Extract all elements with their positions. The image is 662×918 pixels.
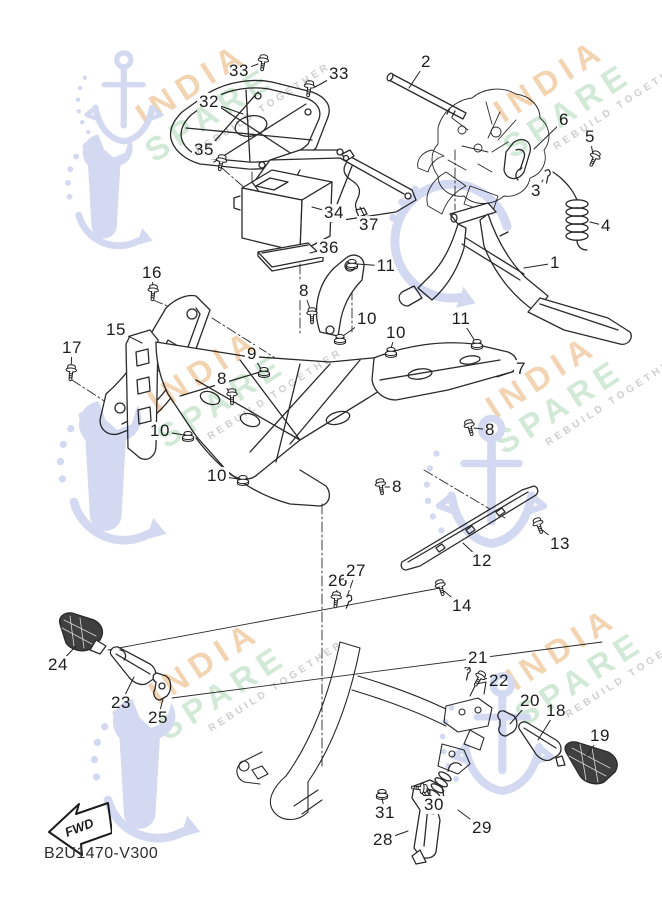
callout-10: 10 xyxy=(205,466,229,486)
callout-16: 16 xyxy=(140,263,164,283)
callout-26: 26 xyxy=(326,571,350,591)
part-34-box xyxy=(233,169,333,253)
callout-10: 10 xyxy=(148,421,172,441)
callout-9: 9 xyxy=(245,344,259,364)
callout-10: 10 xyxy=(355,309,379,329)
callout-23: 23 xyxy=(109,693,133,713)
fwd-arrow: FWD xyxy=(46,800,113,863)
part-19-footrest-pad xyxy=(555,741,618,785)
callout-29: 29 xyxy=(470,818,494,838)
callout-12: 12 xyxy=(470,551,494,571)
callout-8: 8 xyxy=(390,477,404,497)
callout-31: 31 xyxy=(373,803,397,823)
callout-20: 20 xyxy=(518,691,542,711)
callout-6: 6 xyxy=(557,110,571,130)
callout-5: 5 xyxy=(583,127,597,147)
callout-37: 37 xyxy=(357,215,381,235)
part-4-spring xyxy=(552,171,589,251)
callout-24: 24 xyxy=(46,655,70,675)
part-6-bracket xyxy=(503,138,531,181)
callout-18: 18 xyxy=(544,701,568,721)
callout-10: 10 xyxy=(384,323,408,343)
callout-2: 2 xyxy=(419,52,433,72)
part-37-wire xyxy=(341,149,368,218)
callout-33: 33 xyxy=(327,64,351,84)
callout-32: 32 xyxy=(197,92,221,112)
callout-11: 11 xyxy=(449,309,473,329)
part-25-joint xyxy=(152,672,172,701)
part-23-footrest-bar xyxy=(109,646,157,686)
part-24-footrest-pad xyxy=(58,612,107,655)
callout-4: 4 xyxy=(599,216,613,236)
callout-19: 19 xyxy=(588,726,612,746)
callout-25: 25 xyxy=(146,708,170,728)
callout-21: 21 xyxy=(466,648,490,668)
part-stay-arm xyxy=(315,254,365,337)
callout-17: 17 xyxy=(60,338,84,358)
part-2-rod xyxy=(386,72,467,120)
callout-28: 28 xyxy=(371,830,395,850)
assembly-lines xyxy=(107,587,603,699)
callout-36: 36 xyxy=(317,238,341,258)
callout-33: 33 xyxy=(227,61,251,81)
callout-30: 30 xyxy=(422,795,446,815)
diagram-code: B2U1470-V300 xyxy=(44,845,159,862)
callout-27: 27 xyxy=(344,561,368,581)
callout-8: 8 xyxy=(297,281,311,301)
part-7-wing xyxy=(371,342,518,401)
callout-35: 35 xyxy=(192,140,216,160)
callout-3: 3 xyxy=(529,181,543,201)
part-36-pad xyxy=(257,242,324,272)
callout-7: 7 xyxy=(514,359,528,379)
callout-8: 8 xyxy=(215,369,229,389)
callout-34: 34 xyxy=(322,203,346,223)
callout-1: 1 xyxy=(548,253,562,273)
callout-22: 22 xyxy=(487,671,511,691)
callout-11: 11 xyxy=(374,256,398,276)
callout-8: 8 xyxy=(483,420,497,440)
callout-15: 15 xyxy=(104,320,128,340)
callout-14: 14 xyxy=(450,596,474,616)
callout-13: 13 xyxy=(548,534,572,554)
